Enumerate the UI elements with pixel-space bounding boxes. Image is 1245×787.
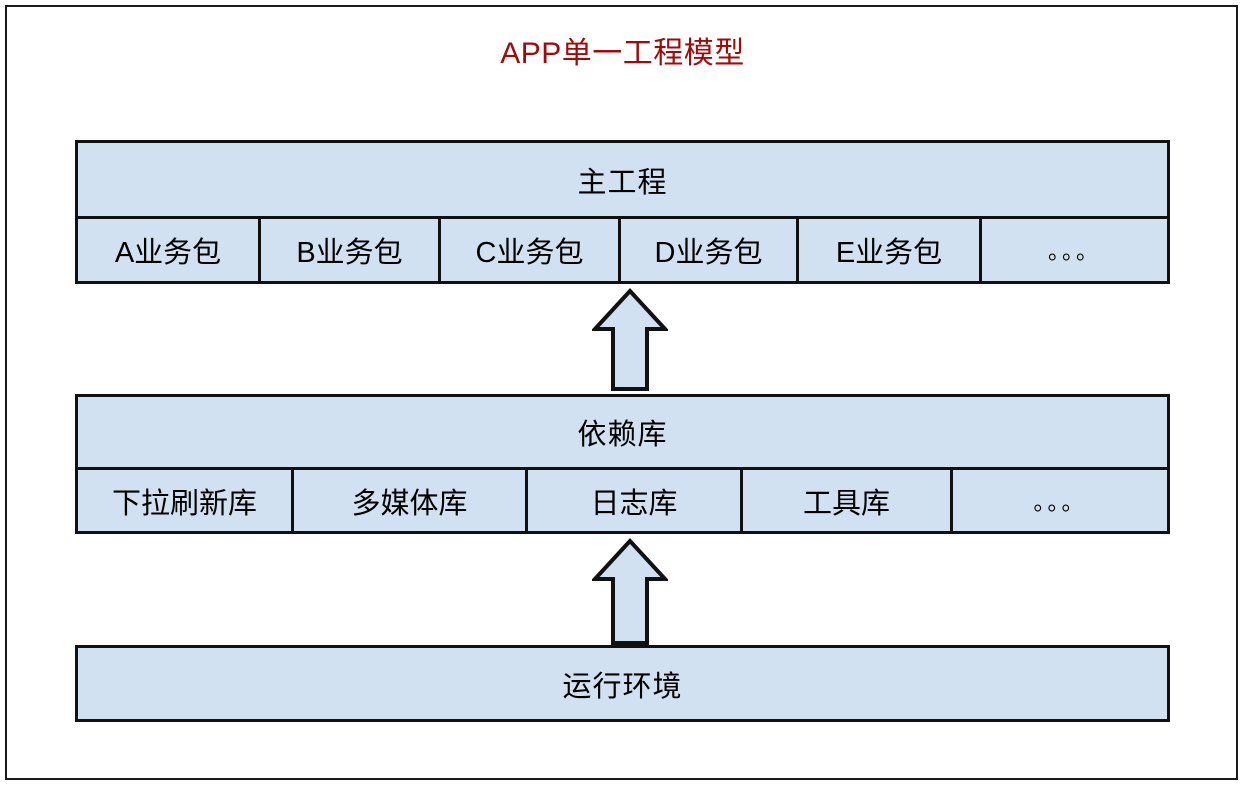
layer-block-main-project: 主工程 A业务包 B业务包 C业务包 D业务包 E业务包 。。。 bbox=[75, 140, 1170, 284]
layer-block-runtime-environment: 运行环境 bbox=[75, 645, 1170, 722]
cell-log-library[interactable]: 日志库 bbox=[528, 470, 743, 531]
layer-header-main-project: 主工程 bbox=[577, 166, 668, 199]
cell-b-business-package[interactable]: B业务包 bbox=[261, 219, 441, 281]
cell-more-libraries[interactable]: 。。。 bbox=[1033, 489, 1087, 515]
cell-e-business-package[interactable]: E业务包 bbox=[799, 219, 982, 281]
layer-cells-dependency-libraries: 下拉刷新库 多媒体库 日志库 工具库 。。。 bbox=[78, 467, 1167, 531]
cell-d-business-package[interactable]: D业务包 bbox=[621, 219, 799, 281]
arrow-runtime-to-dependency-icon bbox=[592, 538, 668, 646]
diagram-title: APP单一工程模型 bbox=[500, 37, 745, 70]
cell-a-business-package[interactable]: A业务包 bbox=[78, 219, 261, 281]
arrow-dependency-to-main-icon bbox=[592, 288, 668, 392]
cell-pull-to-refresh-library[interactable]: 下拉刷新库 bbox=[78, 470, 294, 531]
cell-c-business-package[interactable]: C业务包 bbox=[441, 219, 621, 281]
cell-more-business-packages[interactable]: 。。。 bbox=[1047, 239, 1101, 264]
layer-cells-main-project: A业务包 B业务包 C业务包 D业务包 E业务包 。。。 bbox=[78, 216, 1167, 281]
cell-multimedia-library[interactable]: 多媒体库 bbox=[294, 470, 528, 531]
cell-tools-library[interactable]: 工具库 bbox=[743, 470, 953, 531]
layer-block-dependency-libraries: 依赖库 下拉刷新库 多媒体库 日志库 工具库 。。。 bbox=[75, 394, 1170, 534]
layer-header-dependency-libraries: 依赖库 bbox=[577, 419, 668, 451]
